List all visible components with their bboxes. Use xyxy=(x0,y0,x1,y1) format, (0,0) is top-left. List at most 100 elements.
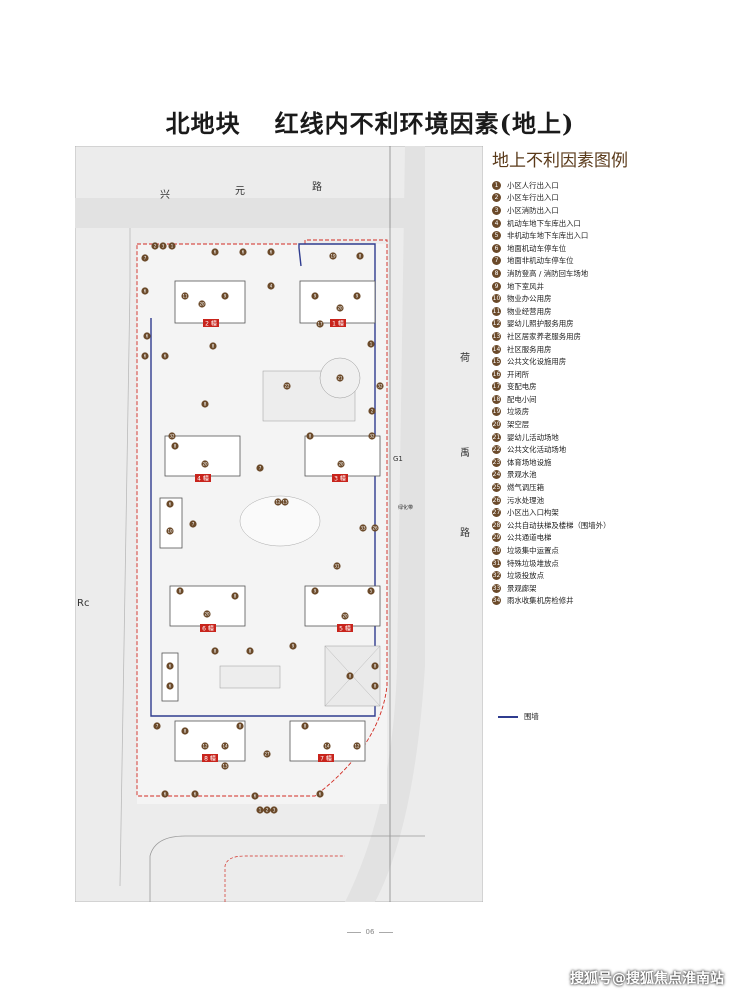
legend-item-label: 污水处理池 xyxy=(507,495,544,505)
legend-item-15: 15 公共文化设施用房 xyxy=(492,355,733,368)
legend-number-badge: 24 xyxy=(492,470,501,480)
factor-marker-9 xyxy=(353,292,361,300)
factor-marker-9 xyxy=(221,292,229,300)
factor-marker-7 xyxy=(141,254,149,262)
legend-item-label: 社区居家养老服务用房 xyxy=(507,331,581,341)
factor-marker-8 xyxy=(356,252,364,260)
factor-marker-13 xyxy=(221,762,229,770)
legend-item-label: 体育场地设施 xyxy=(507,457,552,467)
factor-marker-3 xyxy=(159,242,167,250)
title-right: 红线内不利环境因素(地上) xyxy=(274,109,575,138)
factor-marker-number: 8 xyxy=(234,593,237,598)
legend-number-badge: 19 xyxy=(492,407,501,417)
road-north-label-2: 元 xyxy=(235,186,245,197)
pool-24 xyxy=(219,665,281,689)
edge-label-left: Rc xyxy=(77,598,89,609)
legend-item-label: 变配电房 xyxy=(507,382,537,392)
factor-marker-6 xyxy=(141,352,149,360)
factor-marker-8 xyxy=(231,592,239,600)
legend-item-label: 小区车行出入口 xyxy=(507,193,559,203)
factor-marker-20 xyxy=(203,610,211,618)
building-tag-text: 3 幢 xyxy=(334,475,346,483)
page-number: 06 xyxy=(0,928,740,936)
building-tag-text: 7 幢 xyxy=(320,755,332,763)
factor-marker-8 xyxy=(371,682,379,690)
legend-number-badge: 13 xyxy=(492,331,501,341)
factor-marker-number: 9 xyxy=(292,643,295,648)
legend-number-badge: 28 xyxy=(492,520,501,530)
factor-marker-number: 6 xyxy=(270,249,273,254)
factor-marker-31 xyxy=(333,562,341,570)
building-tags: 2 幢 1 幢 4 幢 3 幢 6 幢 5 幢 8 幢 7 幢 xyxy=(195,319,353,763)
factor-marker-8 xyxy=(209,342,217,350)
legend-item-label: 公共通道电梯 xyxy=(507,533,552,543)
factor-marker-number: 8 xyxy=(374,663,377,668)
factor-marker-7 xyxy=(256,464,264,472)
factor-marker-number: 6 xyxy=(164,353,167,358)
factor-marker-20 xyxy=(337,460,345,468)
factor-marker-8 xyxy=(171,442,179,450)
legend-item-label: 公共文化设施用房 xyxy=(507,357,567,367)
factor-marker-number: 8 xyxy=(304,723,307,728)
site-plan: 2 幢 1 幢 4 幢 3 幢 6 幢 5 幢 8 幢 7 幢 兴 元 路 荷 … xyxy=(75,146,483,902)
factor-marker-number: 20 xyxy=(338,461,344,466)
factor-marker-number: 8 xyxy=(374,683,377,688)
factor-marker-number: 20 xyxy=(342,613,348,618)
factor-marker-number: 8 xyxy=(214,648,217,653)
watermark: 搜狐号@搜狐焦点淮南站 xyxy=(570,971,724,987)
factor-marker-11 xyxy=(181,292,189,300)
factor-marker-1 xyxy=(367,340,375,348)
legend-item-label: 地下室风井 xyxy=(507,281,544,291)
wall-legend-line xyxy=(498,715,518,718)
annex-building-west xyxy=(159,497,183,549)
factor-marker-6 xyxy=(161,790,169,798)
factor-marker-number: 8 xyxy=(179,588,182,593)
factor-marker-number: 27 xyxy=(264,751,270,756)
factor-marker-6 xyxy=(316,790,324,798)
factor-marker-6 xyxy=(143,332,151,340)
factor-marker-number: 2 xyxy=(154,243,157,248)
factor-marker-13 xyxy=(281,498,289,506)
factor-marker-number: 20 xyxy=(199,301,205,306)
legend-number-badge: 9 xyxy=(492,281,501,291)
factor-marker-number: 9 xyxy=(356,293,359,298)
title-left: 北地块 xyxy=(165,109,241,138)
road-east-strip xyxy=(345,146,425,902)
legend-number-badge: 20 xyxy=(492,420,501,430)
legend-item-label: 垃圾集中运置点 xyxy=(507,546,559,556)
page-title: 北地块 红线内不利环境因素(地上) xyxy=(0,104,740,139)
legend-number-badge: 12 xyxy=(492,319,501,329)
factor-marker-7 xyxy=(153,722,161,730)
factor-marker-number: 6 xyxy=(194,791,197,796)
factor-marker-number: 1 xyxy=(171,243,174,248)
legend-number-badge: 32 xyxy=(492,571,501,581)
factor-marker-12 xyxy=(274,498,282,506)
factor-marker-number: 5 xyxy=(370,588,373,593)
factor-marker-14 xyxy=(323,742,331,750)
factor-marker-20 xyxy=(201,460,209,468)
building-tag xyxy=(195,474,211,482)
legend-number-badge: 15 xyxy=(492,357,501,367)
factor-marker-6 xyxy=(161,352,169,360)
legend-number-badge: 31 xyxy=(492,558,501,568)
factor-marker-8 xyxy=(236,722,244,730)
factor-marker-number: 6 xyxy=(169,683,172,688)
building-tag xyxy=(203,319,219,327)
road-north-label-1: 兴 xyxy=(160,189,170,201)
legend-item-label: 物业办公用房 xyxy=(507,294,552,304)
legend-item-label: 景观廊架 xyxy=(507,583,537,593)
factor-marker-7 xyxy=(189,520,197,528)
factor-marker-number: 3 xyxy=(273,807,276,812)
factor-marker-12 xyxy=(353,742,361,750)
factor-marker-21 xyxy=(336,374,344,382)
factor-marker-number: 32 xyxy=(377,383,383,388)
factor-marker-number: 2 xyxy=(371,408,374,413)
